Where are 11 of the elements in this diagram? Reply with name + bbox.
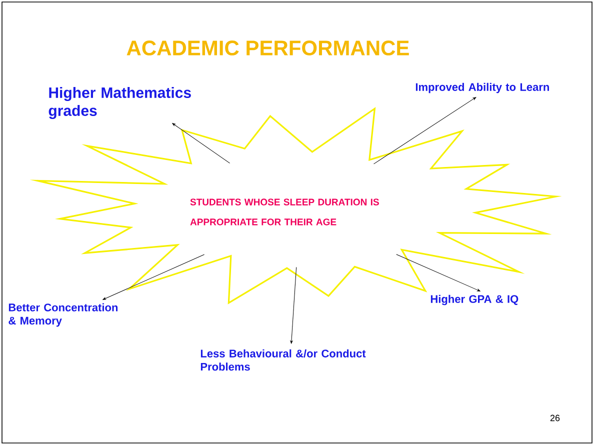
outcome-text: Better Concentration & Memory bbox=[8, 303, 118, 327]
arrow bbox=[172, 123, 230, 164]
arrow bbox=[374, 97, 476, 164]
arrow bbox=[102, 254, 205, 300]
title: ACADEMIC PERFORMANCE bbox=[126, 40, 409, 56]
outcome-text: Higher Mathematics grades bbox=[48, 86, 191, 120]
outcome-text: Less Behavioural &/or Conduct Problems bbox=[200, 349, 366, 371]
page-number: 26 bbox=[550, 414, 560, 422]
outcome-text: Higher GPA & IQ bbox=[430, 294, 518, 306]
outcome-text: Improved Ability to Learn bbox=[416, 82, 549, 94]
arrow bbox=[290, 266, 297, 344]
